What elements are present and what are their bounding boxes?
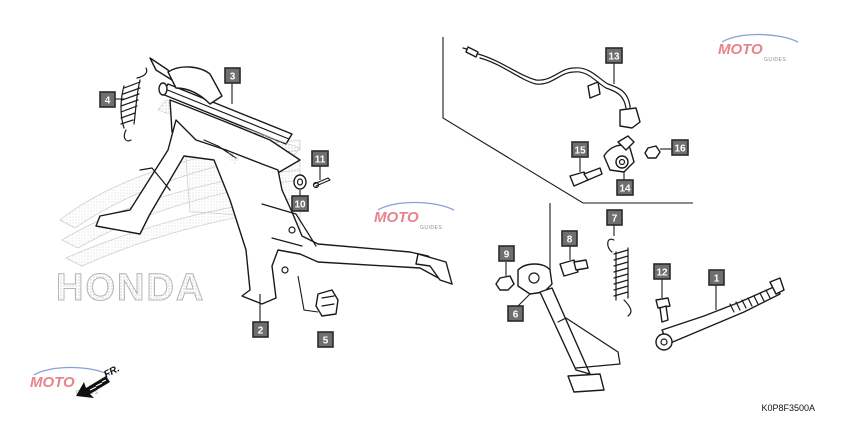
svg-text:11: 11 — [315, 155, 326, 166]
svg-text:13: 13 — [608, 52, 620, 63]
callout-16: 16 — [671, 139, 689, 156]
svg-text:15: 15 — [574, 146, 586, 157]
svg-text:8: 8 — [567, 235, 573, 246]
part-4-spring — [120, 67, 148, 142]
moto-guides-logo-icon: MOTO GUIDES — [374, 201, 455, 231]
callout-12: 12 — [653, 263, 671, 280]
callout-10: 10 — [291, 195, 309, 212]
drawing-code: K0P8F3500A — [761, 403, 815, 413]
brand-watermark: HONDA — [56, 267, 205, 309]
callout-3: 3 — [224, 67, 241, 84]
part-6-side-stand — [517, 263, 621, 393]
svg-text:1: 1 — [714, 274, 720, 285]
svg-text:12: 12 — [656, 268, 668, 279]
callout-5: 5 — [317, 331, 334, 348]
part-12-bolt — [655, 278, 671, 323]
logo-main-text: MOTO — [718, 41, 763, 58]
logo-main-text: MOTO — [374, 209, 419, 226]
part-5-clip — [297, 275, 339, 317]
part-7-side-stand-spring — [607, 222, 632, 317]
logo-sub-text: GUIDES — [764, 57, 786, 63]
callout-8: 8 — [561, 230, 578, 247]
callout-6: 6 — [507, 305, 524, 322]
callout-7: 7 — [606, 209, 623, 226]
part-1-kick-starter-lever — [655, 277, 785, 351]
logo-sub-text: GUIDES — [420, 225, 442, 231]
part-13-side-stand-switch — [462, 46, 641, 129]
part-11-cotter-pin — [312, 177, 331, 189]
part-16-nut — [644, 145, 672, 159]
svg-text:4: 4 — [105, 96, 111, 107]
part-14-switch-assembly — [603, 135, 635, 180]
part-2-center-stand — [95, 99, 453, 305]
callout-2: 2 — [252, 321, 269, 338]
callout-14: 14 — [616, 179, 634, 196]
svg-text:10: 10 — [294, 200, 306, 211]
svg-text:3: 3 — [230, 72, 236, 83]
leaders-left — [114, 82, 321, 322]
front-direction-label: FR. — [102, 363, 121, 380]
svg-text:14: 14 — [619, 184, 631, 195]
callout-13: 13 — [605, 47, 623, 64]
svg-text:5: 5 — [323, 336, 329, 347]
part-15-bolt — [569, 158, 603, 187]
callout-11: 11 — [311, 150, 329, 167]
callout-15: 15 — [571, 141, 589, 158]
callout-9: 9 — [498, 245, 515, 262]
svg-text:9: 9 — [504, 250, 510, 261]
part-9-nut — [495, 262, 515, 291]
moto-guides-logo-icon: MOTO GUIDES — [718, 33, 799, 63]
part-10-washer — [293, 174, 307, 190]
svg-text:7: 7 — [612, 214, 618, 225]
callout-1: 1 — [708, 269, 725, 286]
section-separator — [442, 37, 693, 280]
svg-text:6: 6 — [513, 310, 519, 321]
logo-main-text: MOTO — [30, 374, 75, 391]
part-8-pivot-bolt — [559, 246, 589, 277]
callout-4: 4 — [99, 91, 116, 108]
svg-text:16: 16 — [674, 144, 686, 155]
svg-text:2: 2 — [258, 326, 264, 337]
